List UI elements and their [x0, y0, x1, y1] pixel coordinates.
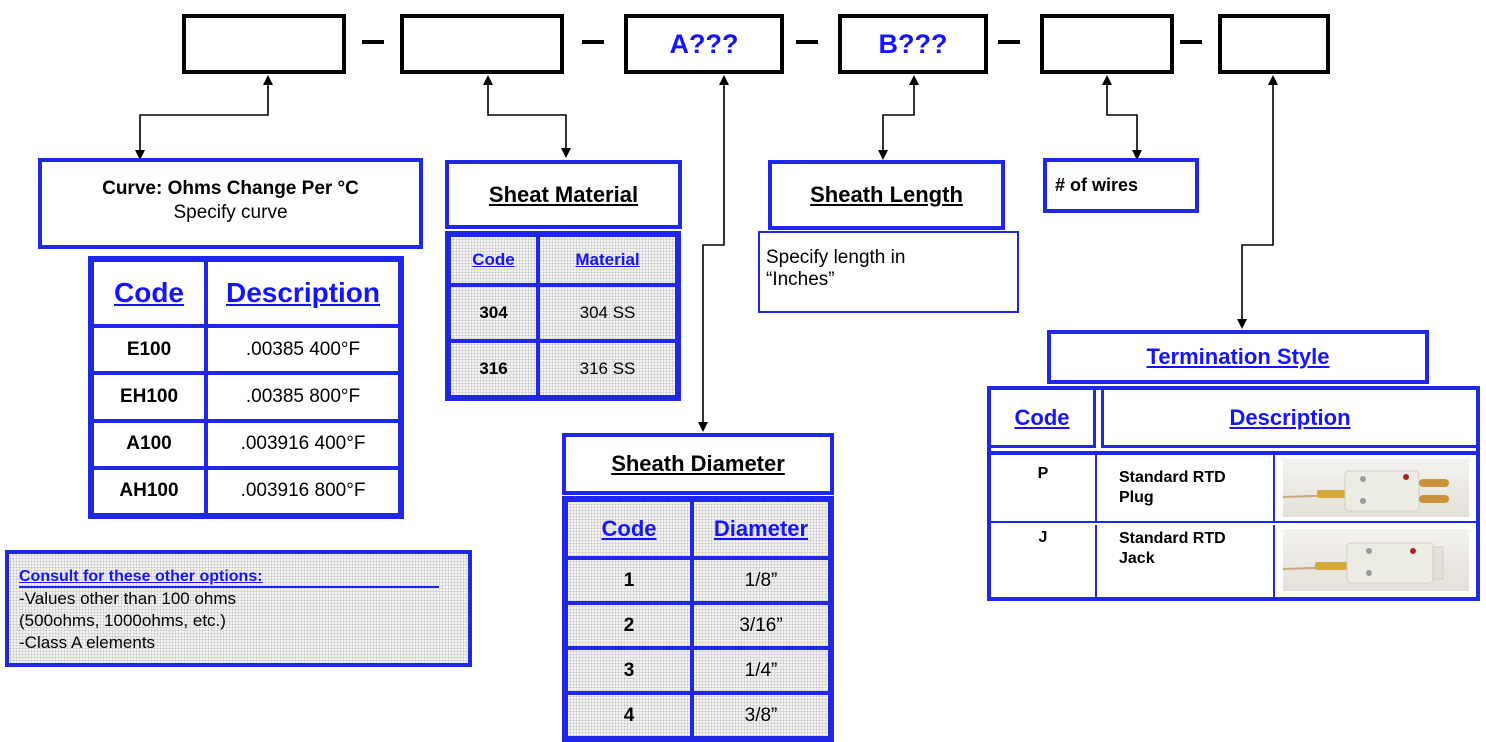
sheath-diameter-header: Sheath Diameter	[562, 433, 834, 495]
termination-table: Code Description P Standard RTD Plug	[987, 386, 1480, 601]
curve-header-code: Code	[92, 260, 206, 326]
termination-code: J	[1038, 529, 1048, 546]
separator-dash	[796, 40, 818, 44]
arrow-sheath-length	[878, 75, 919, 160]
curve-table: Code Description E100.00385 400°F EH100.…	[88, 256, 404, 519]
table-row: P Standard RTD Plug	[991, 455, 1476, 523]
table-row: EH100.00385 800°F	[92, 373, 400, 421]
rtd-plug-photo	[1283, 459, 1469, 517]
sheath-material-header: Sheat Material	[445, 160, 682, 229]
part-box-sheath-length: B???	[838, 14, 988, 74]
table-row: A100.003916 400°F	[92, 420, 400, 468]
table-row: AH100.003916 800°F	[92, 467, 400, 515]
termination-description: Standard RTD Jack	[1119, 530, 1226, 567]
material-header-code: Code	[449, 235, 538, 285]
termination-header-code-cell: Code	[991, 390, 1096, 448]
curve-subtitle: Specify curve	[173, 202, 288, 223]
part-box-termination	[1218, 14, 1330, 74]
separator-dash	[1180, 40, 1202, 44]
part-box-sheath-material	[400, 14, 564, 74]
termination-header-description-cell: Description	[1101, 390, 1476, 448]
arrow-wires	[1102, 75, 1142, 160]
diameter-header-code: Code	[566, 500, 692, 558]
curve-header-description: Description	[206, 260, 400, 326]
consult-options-box: Consult for these other options: -Values…	[5, 550, 472, 667]
table-row: J Standard RTD Jack	[991, 525, 1476, 597]
part-box-curve	[182, 14, 346, 74]
part-box-wires	[1040, 14, 1174, 74]
termination-header: Termination Style	[1047, 330, 1429, 384]
curve-header: Curve: Ohms Change Per °C Specify curve	[38, 158, 423, 249]
sheath-length-note: Specify length in “Inches”	[766, 247, 906, 290]
arrow-termination	[1237, 75, 1278, 329]
sheath-length-note-box: Specify length in “Inches”	[758, 231, 1019, 313]
material-header-material: Material	[538, 235, 677, 285]
arrow-sheath-material	[483, 75, 571, 158]
wires-title: # of wires	[1055, 175, 1139, 195]
sheath-length-header: Sheath Length	[768, 160, 1005, 230]
arrow-sheath-diameter	[698, 75, 729, 432]
curve-title: Curve: Ohms Change Per °C	[102, 178, 359, 199]
termination-code: P	[1037, 465, 1049, 482]
arrow-curve	[135, 75, 273, 160]
consult-underline	[19, 586, 439, 588]
separator-dash	[998, 40, 1020, 44]
consult-line: -Values other than 100 ohms	[19, 589, 237, 608]
termination-description: Standard RTD Plug	[1119, 469, 1226, 506]
separator-dash	[582, 40, 604, 44]
diameter-header-diameter: Diameter	[692, 500, 830, 558]
separator-dash	[362, 40, 384, 44]
consult-line: -Class A elements	[19, 633, 156, 652]
rtd-jack-photo	[1283, 529, 1469, 591]
consult-title: Consult for these other options:	[19, 568, 263, 585]
wires-header: # of wires	[1043, 158, 1199, 213]
table-row: E100.00385 400°F	[92, 326, 400, 374]
part-box-sheath-diameter: A???	[624, 14, 784, 74]
consult-line: (500ohms, 1000ohms, etc.)	[19, 611, 226, 630]
